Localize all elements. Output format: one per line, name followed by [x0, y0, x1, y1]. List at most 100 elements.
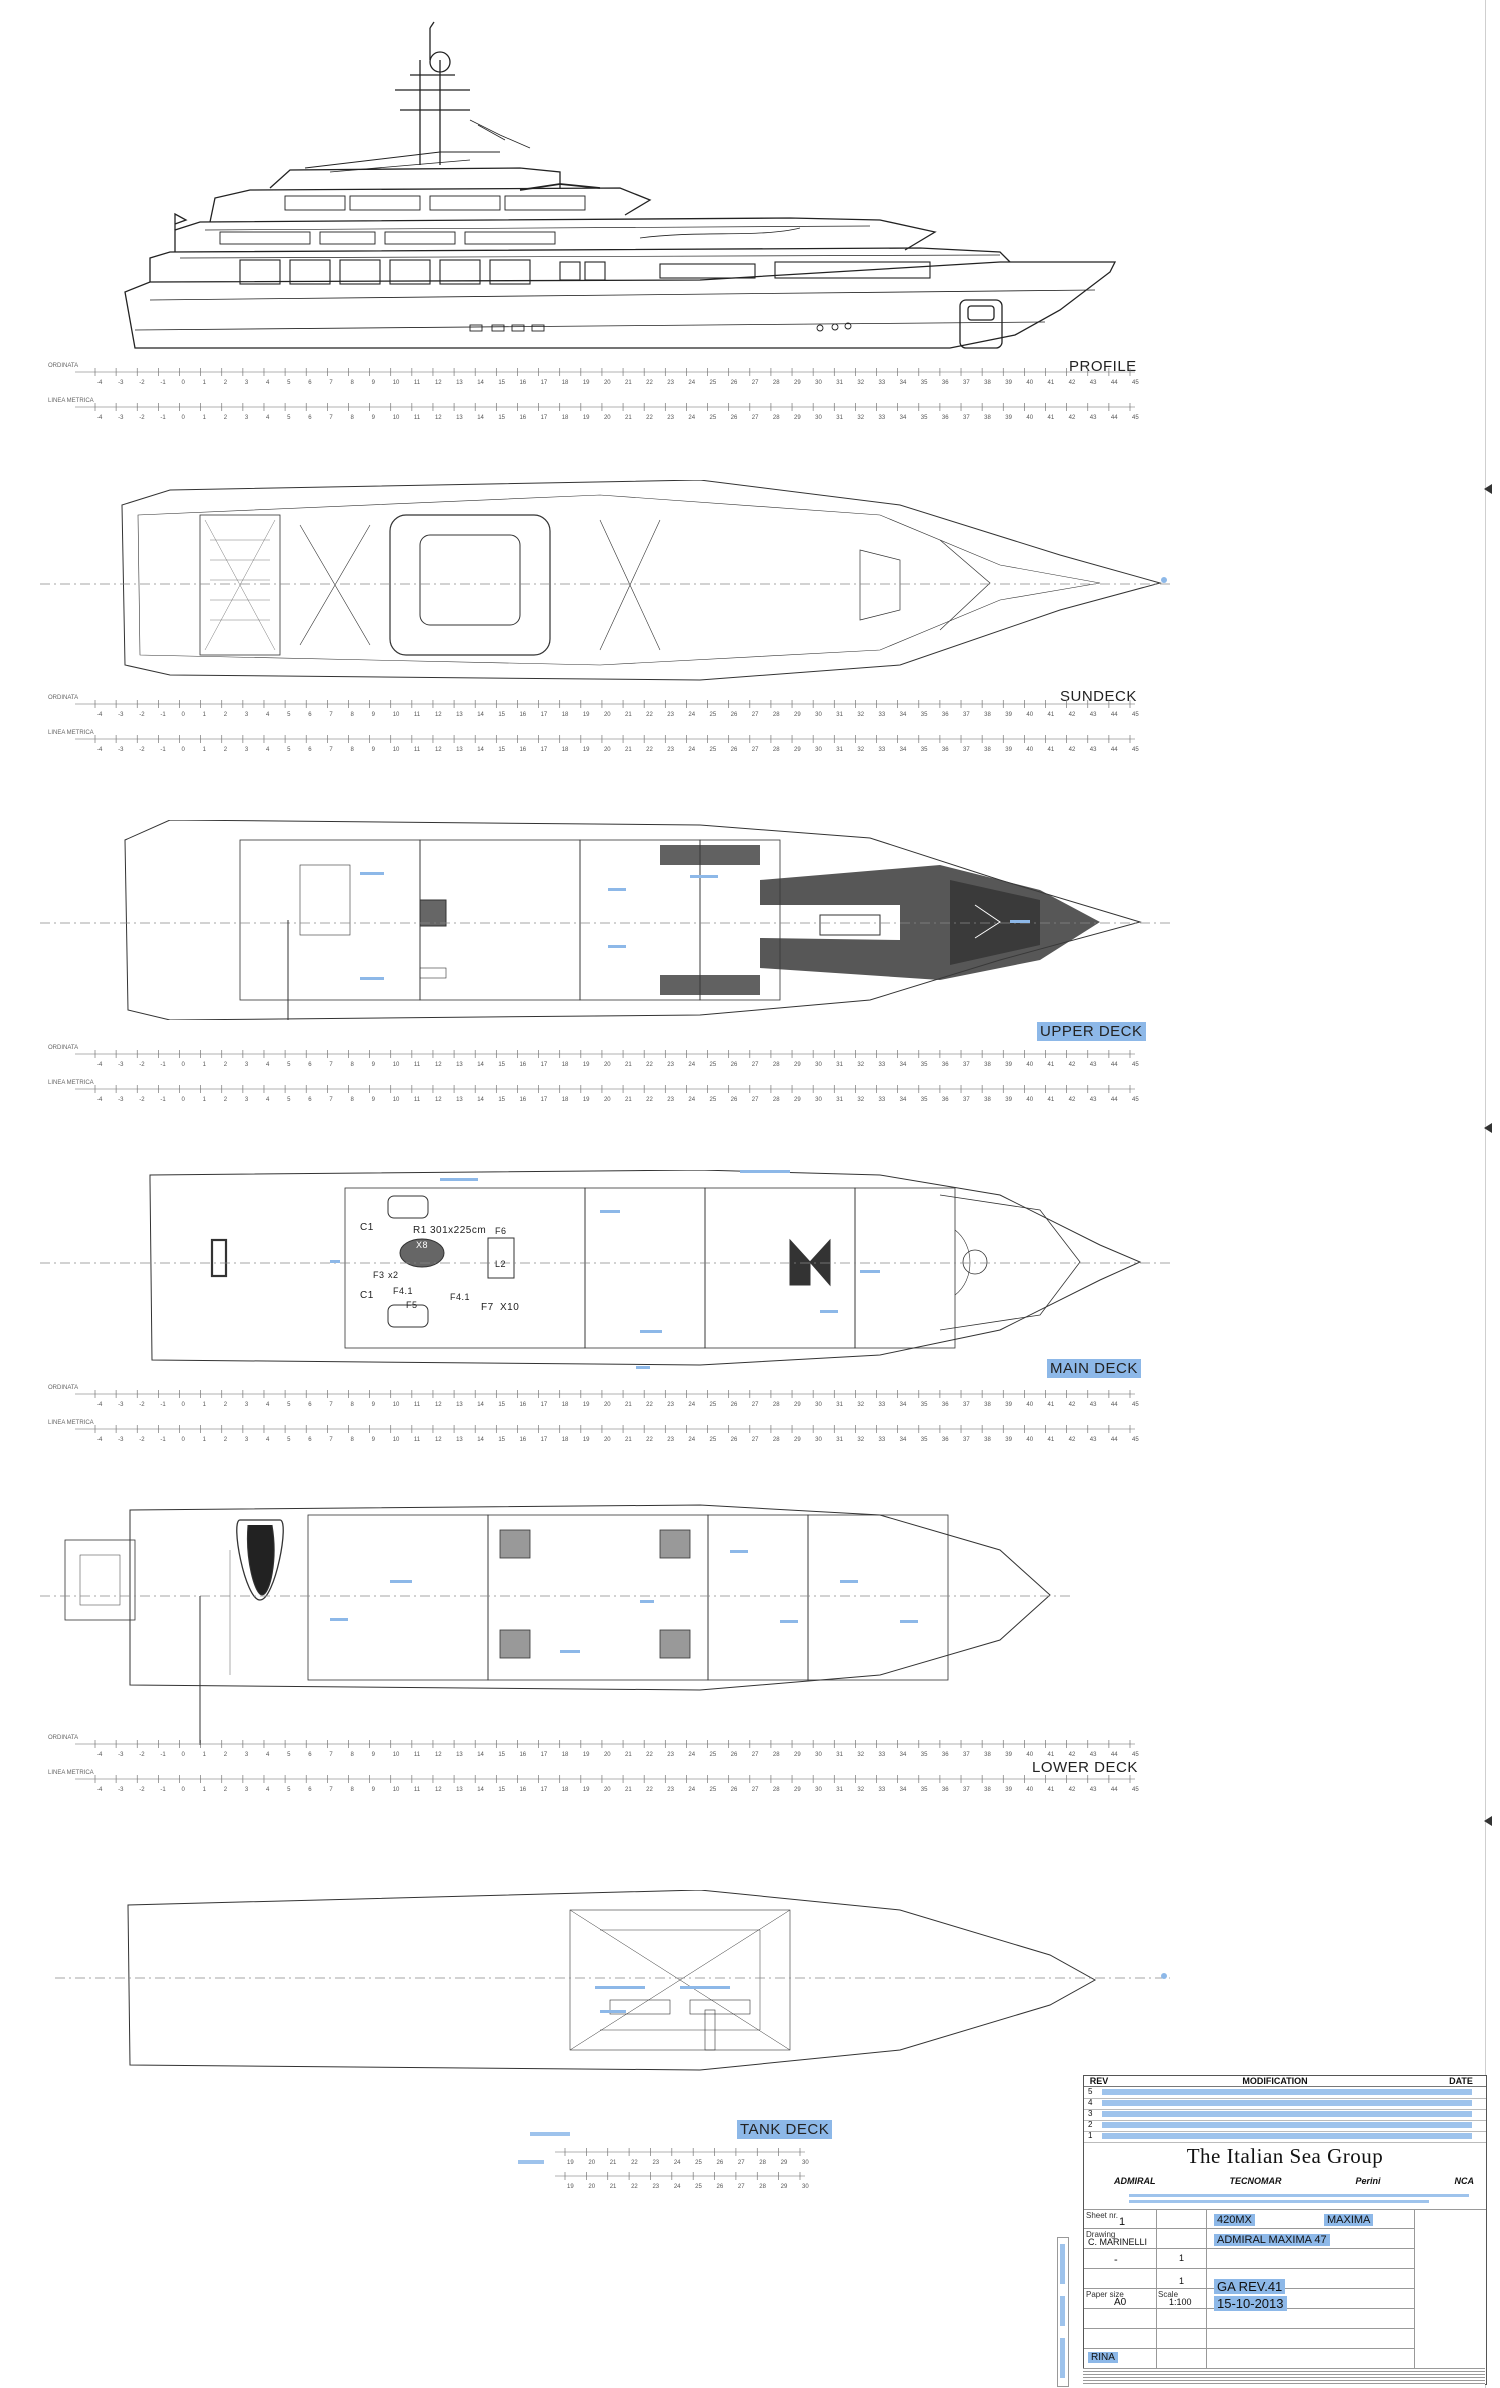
scale-tick-label: 24: [688, 1437, 695, 1443]
scale-tick-label: 27: [752, 1437, 759, 1443]
scale-tick-label: 19: [567, 2184, 574, 2190]
scale-value: 1:100: [1169, 2297, 1192, 2307]
scale-tick-label: 41: [1048, 1787, 1055, 1793]
scale-tick-label: 33: [879, 1062, 886, 1068]
paper-size-value: A0: [1114, 2297, 1127, 2308]
scale-tick-label: 44: [1111, 415, 1118, 421]
scale-tick-label: 28: [773, 1752, 780, 1758]
drawn-by: C. MARINELLI: [1088, 2237, 1148, 2247]
scale-tick-label: 45: [1132, 380, 1139, 386]
scale-tick-label: 31: [836, 380, 843, 386]
scale-tick-label: 26: [717, 2160, 724, 2166]
scale-tick-label: 3: [245, 380, 249, 386]
scale-tick-label: 14: [477, 380, 484, 386]
scale-tick-label: 33: [879, 1787, 886, 1793]
scale-tick-label: 44: [1111, 1752, 1118, 1758]
scale-tick-label: 38: [984, 1752, 991, 1758]
scale-tick-label: 22: [646, 712, 653, 718]
scale-tick-label: 17: [541, 747, 548, 753]
scale-tick-label: 30: [815, 380, 822, 386]
scale-tick-label: 44: [1111, 1097, 1118, 1103]
scale-tick-label: 37: [963, 712, 970, 718]
scale-tick-label: 13: [456, 747, 463, 753]
scale-tick-label: 37: [963, 415, 970, 421]
grid-line: [1414, 2209, 1415, 2369]
scale-name: LINEA METRICA: [48, 1080, 94, 1086]
scale-tick-label: 13: [456, 1402, 463, 1408]
main-note: R1: [413, 1225, 427, 1236]
drawing-date: 15-10-2013: [1214, 2296, 1287, 2311]
scale-tick-label: 1: [203, 1062, 207, 1068]
scale-tick-label: 34: [900, 380, 907, 386]
scale-tick-label: 33: [879, 747, 886, 753]
scale-tick-label: 41: [1048, 1402, 1055, 1408]
scale-tick-label: 16: [519, 1787, 526, 1793]
scale-tick-label: 27: [752, 1062, 759, 1068]
scale-tick-label: 7: [329, 747, 333, 753]
scale-tick-label: 15: [498, 712, 505, 718]
scale-tick-label: -4: [97, 1062, 103, 1068]
scale-tick-label: 18: [562, 1437, 569, 1443]
upper-deck-label: UPPER DECK: [1037, 1022, 1146, 1041]
scale-tick-label: 18: [562, 747, 569, 753]
scale-tick-label: 44: [1111, 747, 1118, 753]
scale-tick-label: 11: [414, 1062, 421, 1068]
scale-tick-label: 26: [731, 1787, 738, 1793]
scale-tick-label: 40: [1026, 1097, 1033, 1103]
scale-tick-label: 19: [567, 2160, 574, 2166]
scale-tick-label: 12: [435, 747, 442, 753]
scale-tick-label: 30: [815, 747, 822, 753]
scale-tick-label: 42: [1069, 712, 1076, 718]
scale-tick-label: 14: [477, 1062, 484, 1068]
company-name: The Italian Sea Group: [1186, 2144, 1384, 2168]
scale-tick-label: 24: [688, 712, 695, 718]
scale-tick-label: 19: [583, 1062, 590, 1068]
grid-line: [1084, 2209, 1486, 2210]
scale-tick-label: 14: [477, 415, 484, 421]
scale-tick-label: 18: [562, 1787, 569, 1793]
scale-tick-label: 24: [688, 747, 695, 753]
scale-tick-label: 10: [393, 1752, 400, 1758]
scale-tick-label: -2: [139, 1752, 145, 1758]
scale-tick-label: 1: [203, 712, 207, 718]
scale-tick-label: 24: [674, 2184, 681, 2190]
rev-column-header: REV: [1089, 2076, 1109, 2086]
scale-tick-label: -3: [118, 1787, 124, 1793]
scale-tick-label: 13: [456, 1752, 463, 1758]
scale-tick-label: 9: [372, 1752, 376, 1758]
scale-tick-label: 21: [625, 415, 632, 421]
dash-value: -: [1114, 2254, 1118, 2266]
scale-tick-label: 33: [879, 1097, 886, 1103]
scale-tick-label: 20: [604, 747, 611, 753]
scale-tick-label: 15: [498, 1097, 505, 1103]
scale-tick-label: 38: [984, 1062, 991, 1068]
scale-tick-label: 36: [942, 1787, 949, 1793]
scale-tick-label: -4: [97, 1437, 103, 1443]
tank-note-bar: [518, 2160, 544, 2164]
scale-tick-label: 13: [456, 1787, 463, 1793]
scale-tick-label: 32: [857, 1752, 864, 1758]
scale-tick-label: 31: [836, 1402, 843, 1408]
scale-tick-label: 27: [752, 712, 759, 718]
scale-tick-label: 7: [329, 380, 333, 386]
scale-tick-label: 15: [498, 415, 505, 421]
scale-tick-label: 15: [498, 1787, 505, 1793]
main-note: F5: [406, 1300, 418, 1310]
sheet-label: Sheet nr.: [1086, 2211, 1119, 2220]
scale-tick-label: 24: [688, 1787, 695, 1793]
scale-tick-label: 13: [456, 380, 463, 386]
scale-tick-label: 41: [1048, 1062, 1055, 1068]
scale-tick-label: 28: [773, 380, 780, 386]
scale-tick-label: 28: [773, 1437, 780, 1443]
scale-tick-label: 32: [857, 712, 864, 718]
scale-tick-label: 23: [652, 2160, 659, 2166]
scale-tick-label: 4: [266, 1402, 270, 1408]
scale-tick-label: 17: [541, 1062, 548, 1068]
scale-tick-label: 31: [836, 415, 843, 421]
scale-tick-label: 45: [1132, 747, 1139, 753]
scale-tick-label: -1: [160, 380, 166, 386]
scale-tick-label: 34: [900, 415, 907, 421]
scale-tick-label: 24: [688, 1062, 695, 1068]
address-line: [1129, 2194, 1469, 2197]
scale-tick-label: 16: [519, 1402, 526, 1408]
